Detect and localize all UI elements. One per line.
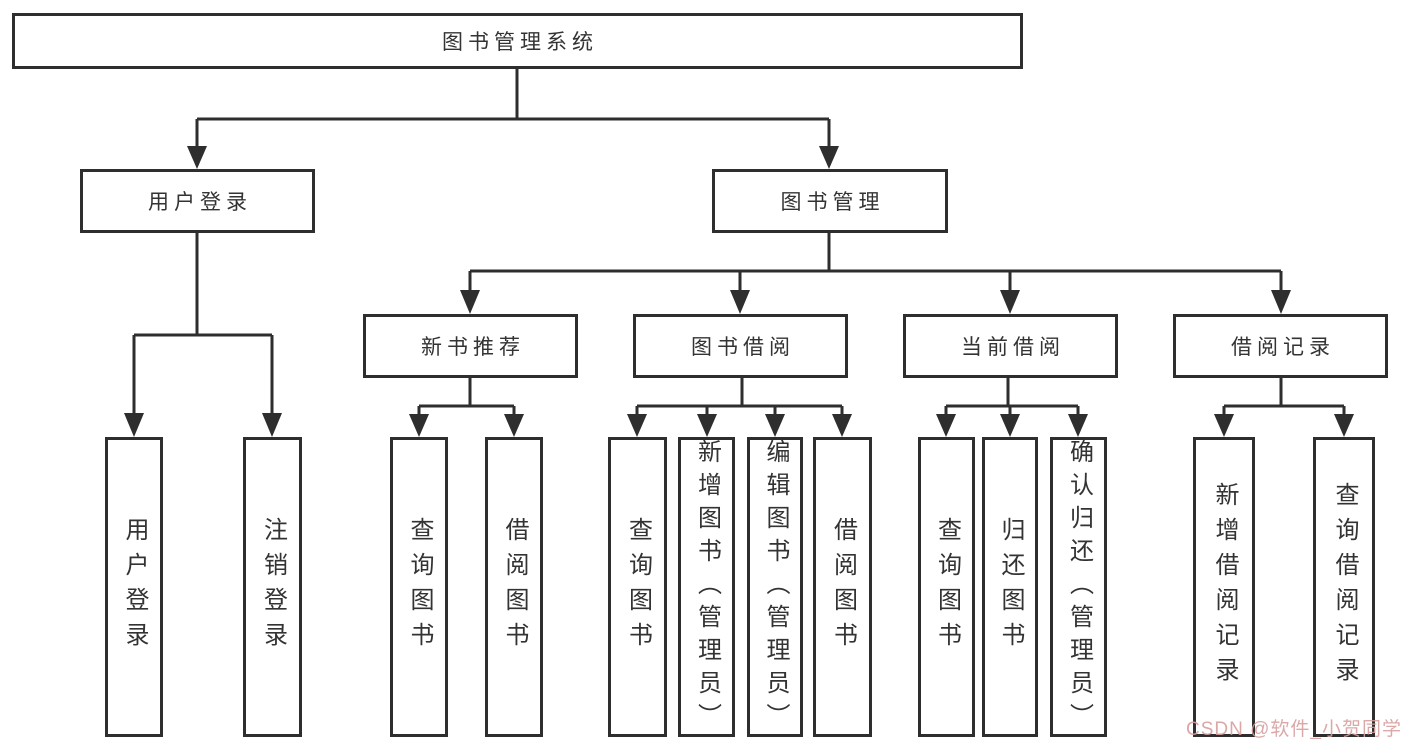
leaf-current-query-book: 查询图书: [918, 437, 975, 737]
leaf-borrow-book: 借阅图书: [813, 437, 872, 737]
node-new-book-recommend: 新书推荐: [363, 314, 578, 378]
leaf-add-borrow-record: 新增借阅记录: [1193, 437, 1255, 737]
leaf-recommend-query-book: 查询图书: [390, 437, 448, 737]
leaf-logout: 注销登录: [243, 437, 302, 737]
csdn-watermark: CSDN @软件_小贺同学: [1186, 719, 1402, 740]
leaf-return-book: 归还图书: [982, 437, 1038, 737]
leaf-recommend-borrow-book: 借阅图书: [485, 437, 543, 737]
leaf-query-borrow-record: 查询借阅记录: [1313, 437, 1375, 737]
leaf-edit-book-admin: 编辑图书（管理员）: [747, 437, 803, 737]
leaf-add-book-admin: 新增图书（管理员）: [678, 437, 735, 737]
node-current-borrow: 当前借阅: [903, 314, 1118, 378]
node-borrow-records: 借阅记录: [1173, 314, 1388, 378]
node-root: 图书管理系统: [12, 13, 1023, 69]
node-user-login: 用户登录: [80, 169, 315, 233]
leaf-user-login: 用户登录: [105, 437, 163, 737]
node-book-borrow: 图书借阅: [633, 314, 848, 378]
leaf-borrow-query-book: 查询图书: [608, 437, 667, 737]
node-book-management: 图书管理: [712, 169, 948, 233]
leaf-confirm-return-admin: 确认归还（管理员）: [1050, 437, 1107, 737]
